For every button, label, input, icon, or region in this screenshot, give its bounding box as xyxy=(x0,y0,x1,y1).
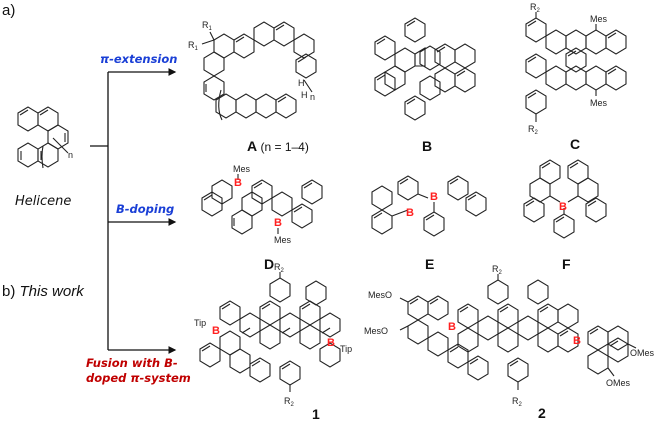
compound-d-mes-bottom: Mes xyxy=(274,235,292,245)
compound-e-label: E xyxy=(425,256,435,272)
compound-a-id: A xyxy=(247,138,257,154)
compound-e-structure: B B xyxy=(371,175,487,237)
compound-a-h1: H xyxy=(298,78,305,88)
helicene-label: Helicene xyxy=(15,194,72,209)
compound-a-structure: R1 R1 H H n xyxy=(188,20,317,121)
helicene-bracket-right xyxy=(52,137,69,154)
compound-d-label: D xyxy=(264,256,275,272)
compound-c-mes-top: Mes xyxy=(590,14,608,24)
compound-2-label: 2 xyxy=(538,405,546,421)
compound-d-boron-top: B xyxy=(234,177,242,189)
compound-a-h2: H xyxy=(301,90,308,100)
route-label-fusion-line2: doped π-system xyxy=(86,371,191,385)
helicene-repeat-n: n xyxy=(68,150,73,160)
route-label-fusion: Fusion with B- doped π-system xyxy=(86,356,191,386)
compound-c-structure: R2 Mes Mes R2 xyxy=(525,2,627,136)
compound-2-boron-right: B xyxy=(573,335,581,347)
compound-2-boron-left: B xyxy=(448,321,456,333)
compound-e-boron-top: B xyxy=(430,191,438,203)
compound-b-label: B xyxy=(422,138,433,154)
compound-2-meso-top: MesO xyxy=(368,290,392,300)
compound-d-structure: Mes B B Mes xyxy=(201,164,323,245)
compound-2-omes-right: OMes xyxy=(630,348,655,358)
compound-e-boron-bottom: B xyxy=(406,207,414,219)
compound-d-boron-bottom: B xyxy=(274,217,282,229)
helicene-structure: n xyxy=(17,106,73,169)
route-label-b-doping: B-doping xyxy=(116,202,175,216)
compound-1-r2-bottom: R2 xyxy=(284,396,295,408)
compound-a-r1-top: R1 xyxy=(202,20,213,32)
route-label-pi-extension: π-extension xyxy=(100,52,178,66)
panel-b-label: b) This work xyxy=(2,283,84,300)
panel-a-label: a) xyxy=(2,2,16,19)
compound-2-r2-bottom: R2 xyxy=(512,396,523,408)
compound-1-tip-right: Tip xyxy=(340,344,352,354)
compound-c-r2-top: R2 xyxy=(530,2,541,14)
panel-b-prefix: b) xyxy=(2,283,16,300)
route-label-fusion-line1: Fusion with B- xyxy=(86,356,178,370)
compound-a-note: (n = 1–4) xyxy=(260,140,309,154)
compound-2-omes-bottom: OMes xyxy=(606,378,631,388)
compound-f-boron: B xyxy=(559,201,567,213)
compound-d-mes-top: Mes xyxy=(233,164,251,174)
compound-f-structure: B xyxy=(523,159,607,239)
compound-c-r2-bottom: R2 xyxy=(528,124,539,136)
panel-b-title: This work xyxy=(19,283,84,300)
compound-2-r2-top: R2 xyxy=(492,264,503,276)
helicene-ring-5 xyxy=(17,142,39,168)
compound-1-boron-right: B xyxy=(327,337,335,349)
compound-a-label: A (n = 1–4) xyxy=(247,138,309,154)
compound-1-boron-left: B xyxy=(212,325,220,337)
compound-c-label: C xyxy=(570,136,581,152)
compound-1-r2-top: R2 xyxy=(274,262,285,274)
compound-f-label: F xyxy=(562,256,571,272)
compound-1-structure: R2 Tip B B Tip R2 xyxy=(194,262,352,408)
compound-1-tip-left: Tip xyxy=(194,318,206,328)
helicene-bracket-left xyxy=(41,145,44,169)
compound-2-meso-left: MesO xyxy=(364,326,388,336)
compound-b-structure xyxy=(374,17,476,121)
compound-a-r1-left: R1 xyxy=(188,40,199,52)
compound-2-structure: MesO MesO R2 B B OMes OMes R2 xyxy=(364,264,655,408)
compound-a-n: n xyxy=(310,92,315,102)
compound-1-label: 1 xyxy=(312,406,320,422)
compound-c-mes-bottom: Mes xyxy=(590,98,608,108)
